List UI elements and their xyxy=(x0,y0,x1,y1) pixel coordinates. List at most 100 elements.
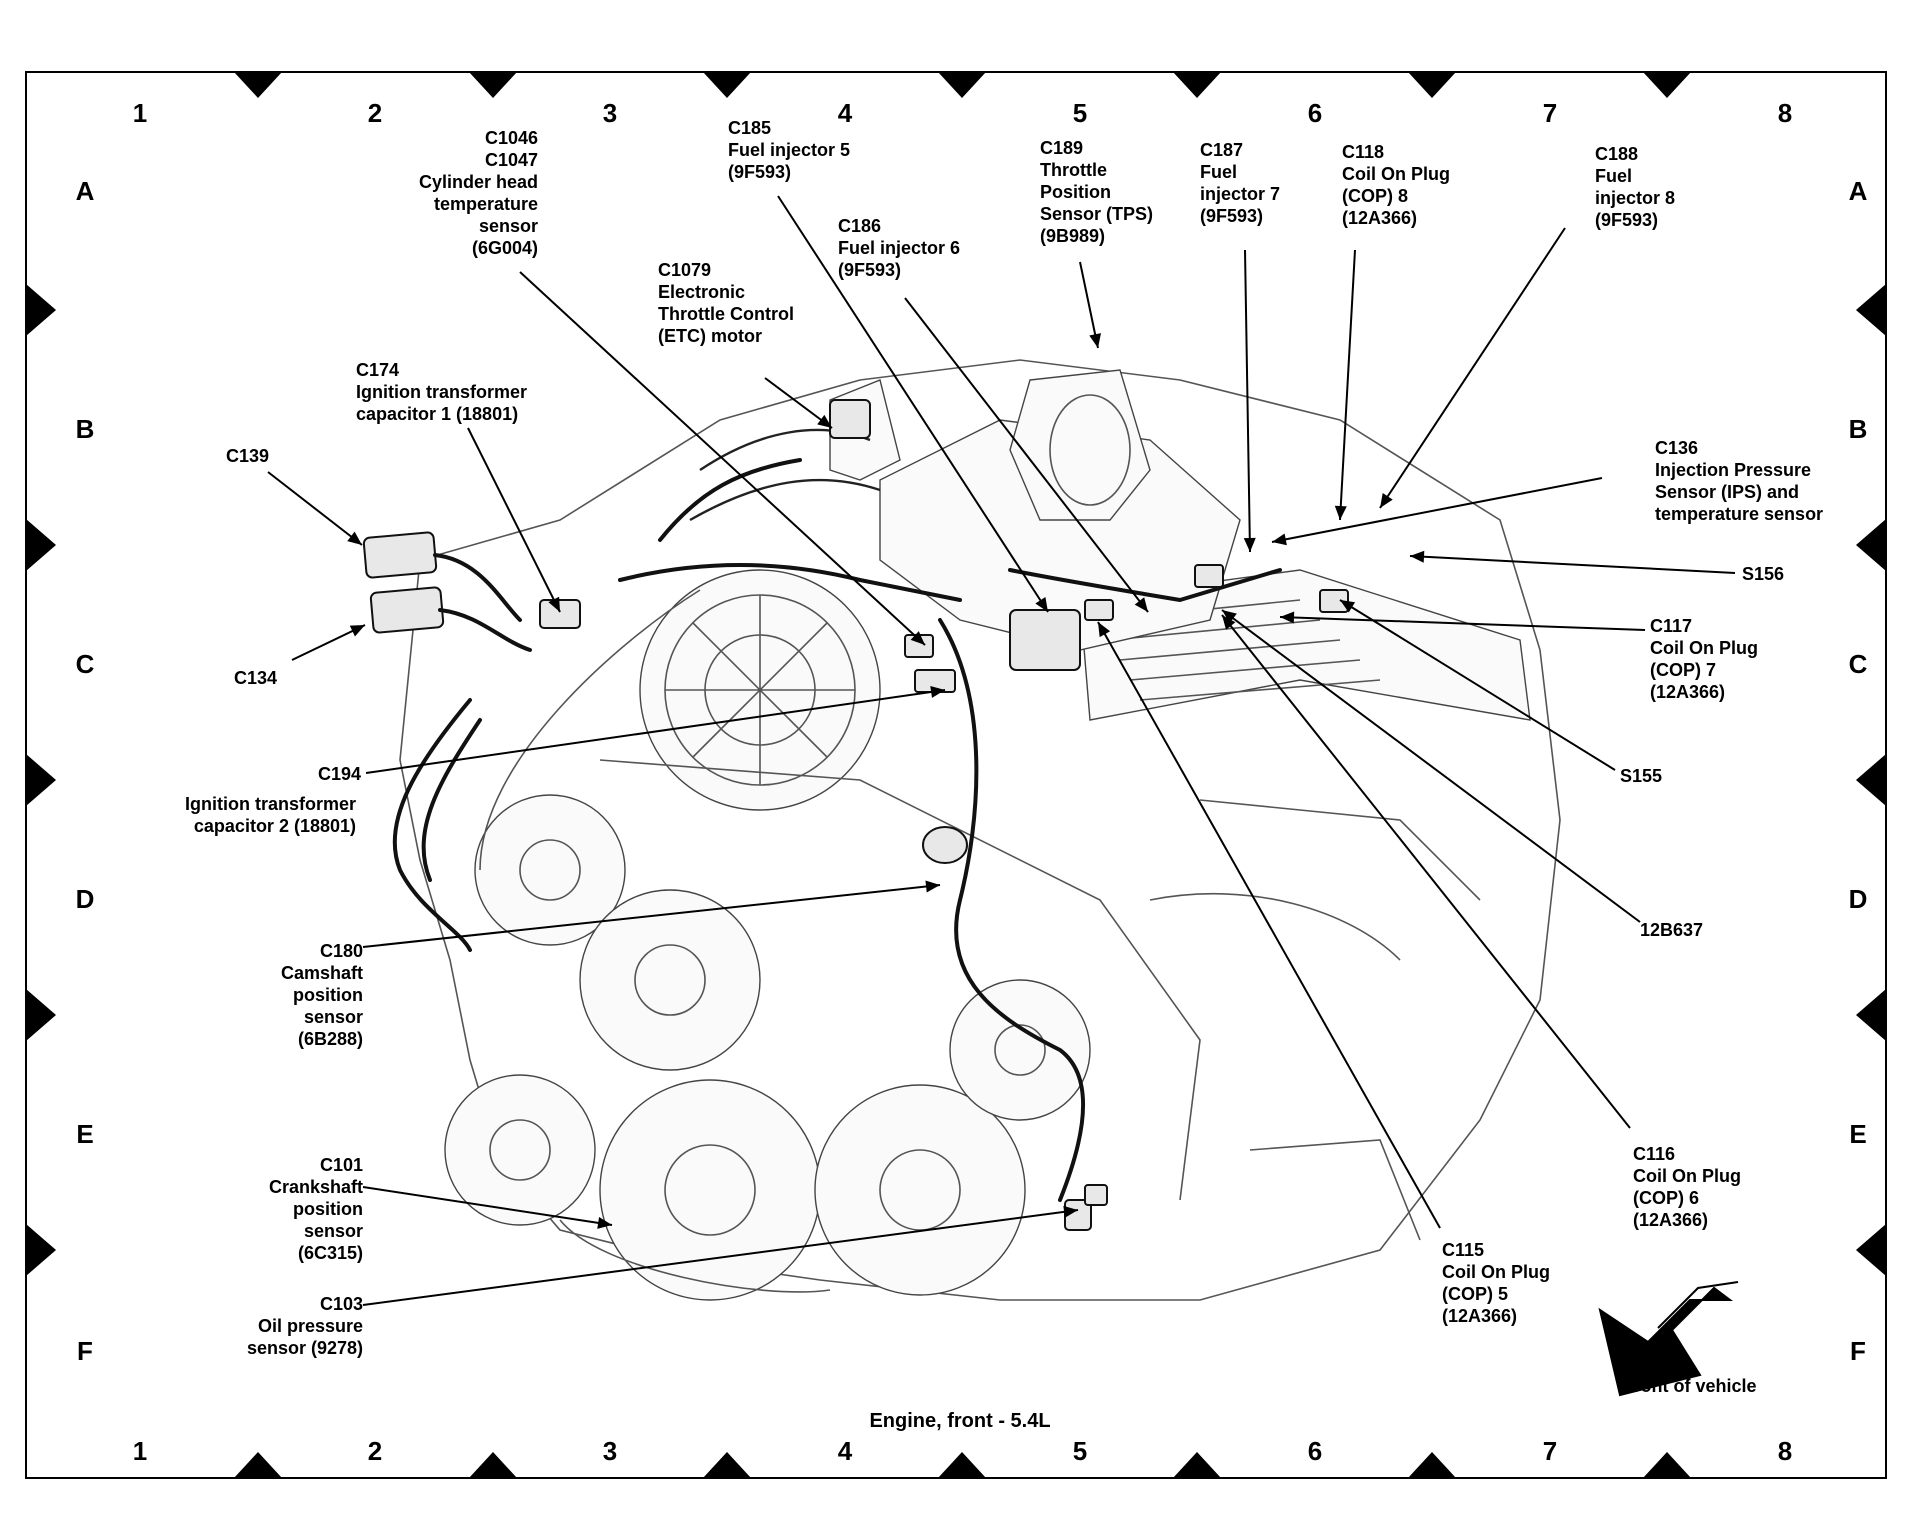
grid-marker-right xyxy=(1856,754,1886,806)
leader-line xyxy=(1409,555,1736,574)
callout-text: Fuel xyxy=(1200,162,1237,182)
callout-text: injector 8 xyxy=(1595,188,1675,208)
callout-text: sensor (9278) xyxy=(247,1338,363,1358)
callout-text: Fuel injector 5 xyxy=(728,140,850,160)
grid-row-label: F xyxy=(1850,1336,1866,1366)
callout-s155: S155 xyxy=(1339,599,1662,786)
callout-text: C188 xyxy=(1595,144,1638,164)
leader-arrowhead xyxy=(1134,597,1148,612)
callout-text: C187 xyxy=(1200,140,1243,160)
callout-text: C139 xyxy=(226,446,269,466)
grid-row-label: D xyxy=(1849,884,1868,914)
grid-marker-bottom xyxy=(703,1452,751,1478)
leader-line xyxy=(1079,261,1099,349)
callout-text: Oil pressure xyxy=(258,1316,363,1336)
grid-marker-top xyxy=(1408,72,1456,98)
callout-text: (6C315) xyxy=(298,1243,363,1263)
callout-text: C174 xyxy=(356,360,399,380)
callout-text: (12A366) xyxy=(1442,1306,1517,1326)
callout-text: (COP) 5 xyxy=(1442,1284,1508,1304)
callout-text: 12B637 xyxy=(1640,920,1703,940)
grid-column-label: 7 xyxy=(1543,98,1557,128)
grid-marker-left xyxy=(26,989,56,1041)
grid-column-label: 3 xyxy=(603,98,617,128)
leader-arrowhead xyxy=(1222,610,1237,624)
grid-row-label: B xyxy=(1849,414,1868,444)
callout-text: (6G004) xyxy=(472,238,538,258)
callout-c12b637: 12B637 xyxy=(1221,609,1703,940)
callout-s156: S156 xyxy=(1409,550,1784,584)
engine-illustration xyxy=(362,359,1561,1301)
front-of-vehicle-arrow xyxy=(1598,1281,1739,1397)
grid-marker-top xyxy=(1173,72,1221,98)
grid-column-label: 4 xyxy=(838,1436,853,1466)
leader-line xyxy=(904,297,1149,613)
leader-arrowhead xyxy=(1089,333,1102,348)
grid-row-label: F xyxy=(77,1336,93,1366)
grid-marker-left xyxy=(26,284,56,336)
leader-line xyxy=(1279,616,1646,631)
grid-column-label: 1 xyxy=(133,1436,147,1466)
callout-text: Sensor (TPS) xyxy=(1040,204,1153,224)
grid-marker-right xyxy=(1856,1224,1886,1276)
grid-row-label: D xyxy=(76,884,95,914)
grid-column-label: 4 xyxy=(838,98,853,128)
front-of-vehicle-label: front of vehicle xyxy=(1627,1376,1756,1396)
callout-text: capacitor 2 (18801) xyxy=(194,816,356,836)
callout-text: injector 7 xyxy=(1200,184,1280,204)
callout-text: (ETC) motor xyxy=(658,326,762,346)
grid-column-label: 6 xyxy=(1308,1436,1322,1466)
callout-text: C101 xyxy=(320,1155,363,1175)
callout-text: C116 xyxy=(1633,1144,1675,1164)
callout-text: (6B288) xyxy=(298,1029,363,1049)
grid-column-label: 2 xyxy=(368,1436,382,1466)
leader-line xyxy=(1271,477,1603,543)
grid-marker-left xyxy=(26,754,56,806)
callout-text: S155 xyxy=(1620,766,1662,786)
leader-line xyxy=(362,884,941,948)
leader-line xyxy=(1221,609,1641,923)
leader-arrowhead xyxy=(349,625,365,637)
leader-line xyxy=(362,1186,613,1226)
callout-text: C118 xyxy=(1342,142,1384,162)
grid-row-label: B xyxy=(76,414,95,444)
grid-column-label: 7 xyxy=(1543,1436,1557,1466)
leader-arrowhead xyxy=(925,880,940,893)
callout-text: C185 xyxy=(728,118,771,138)
grid-marker-top xyxy=(234,72,282,98)
callout-text: C1079 xyxy=(658,260,711,280)
callout-text: C189 xyxy=(1040,138,1083,158)
grid-row-label: A xyxy=(1849,176,1868,206)
callout-text: (9B989) xyxy=(1040,226,1105,246)
leader-arrowhead xyxy=(1035,596,1048,612)
leader-arrowhead xyxy=(1272,533,1287,546)
callout-text: (9F593) xyxy=(1595,210,1658,230)
leader-line xyxy=(777,195,1049,613)
leader-arrowhead xyxy=(548,596,560,612)
callout-text: Position xyxy=(1040,182,1111,202)
grid-marker-bottom xyxy=(1643,1452,1691,1478)
callout-c134: C134 xyxy=(234,624,366,688)
callout-text: (9F593) xyxy=(1200,206,1263,226)
callout-text: C115 xyxy=(1442,1240,1484,1260)
grid-column-label: 2 xyxy=(368,98,382,128)
grid-column-label: 8 xyxy=(1778,1436,1792,1466)
leader-arrowhead xyxy=(1380,493,1393,508)
callout-text: C180 xyxy=(320,941,363,961)
callout-text: Sensor (IPS) and xyxy=(1655,482,1799,502)
grid-column-label: 1 xyxy=(133,98,147,128)
leader-arrowhead xyxy=(1410,550,1425,563)
callout-text: (COP) 8 xyxy=(1342,186,1408,206)
grid-marker-left xyxy=(26,519,56,571)
